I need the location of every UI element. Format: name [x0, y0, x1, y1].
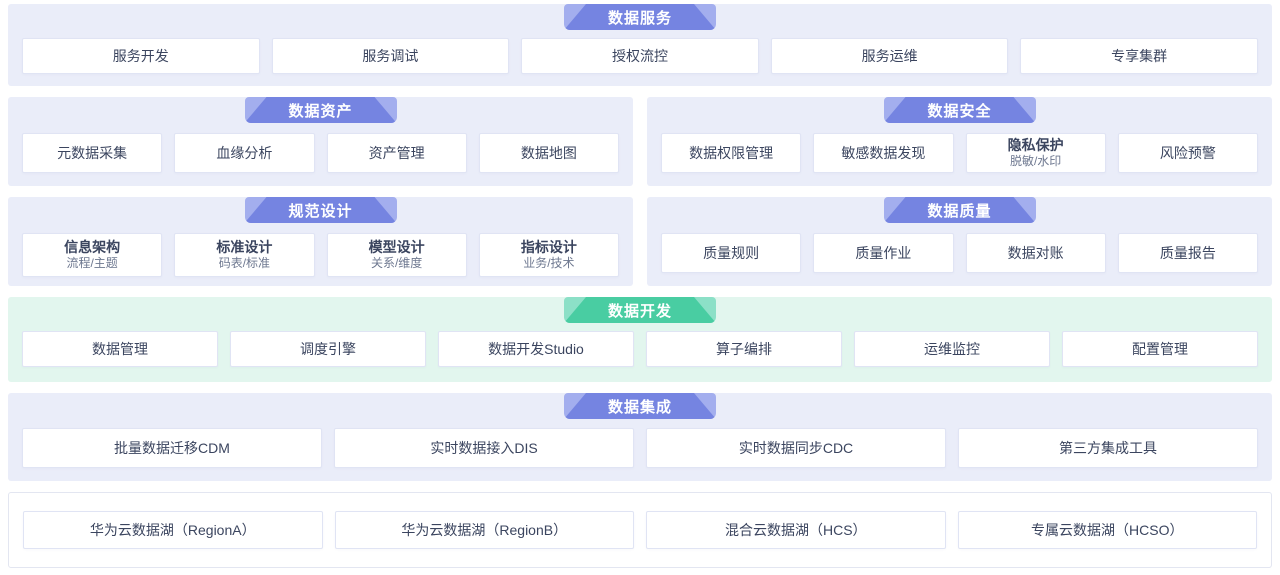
module-box: 质量规则: [661, 233, 802, 273]
ribbon-body: [564, 297, 716, 323]
section-data-security: 数据安全 数据权限管理 敏感数据发现 隐私保护 脱敏/水印 风险预警: [647, 97, 1272, 186]
module-box: 质量报告: [1117, 233, 1258, 273]
spec-design-ribbon: 规范设计: [244, 197, 397, 223]
module-box: 数据对账: [965, 233, 1106, 273]
module-box: 批量数据迁移CDM: [22, 428, 322, 468]
module-list: 服务开发 服务调试 授权流控 服务运维 专享集群: [22, 38, 1258, 74]
module-box: 配置管理: [1062, 331, 1258, 367]
module-box: 服务运维: [770, 38, 1009, 74]
data-quality-ribbon: 数据质量: [883, 197, 1036, 223]
module-box: 元数据采集: [22, 133, 163, 173]
data-develop-ribbon: 数据开发: [564, 297, 716, 323]
module-box: 算子编排: [646, 331, 842, 367]
module-box: 运维监控: [854, 331, 1050, 367]
module-box: 资产管理: [326, 133, 467, 173]
module-list: 批量数据迁移CDM 实时数据接入DIS 实时数据同步CDC 第三方集成工具: [22, 428, 1258, 468]
module-list: 华为云数据湖（RegionA） 华为云数据湖（RegionB） 混合云数据湖（H…: [23, 511, 1257, 549]
module-box: 授权流控: [521, 38, 759, 74]
module-list: 数据权限管理 敏感数据发现 隐私保护 脱敏/水印 风险预警: [661, 133, 1258, 173]
module-box: 实时数据同步CDC: [646, 428, 946, 468]
module-box: 信息架构 流程/主题: [22, 233, 163, 277]
module-list: 数据管理 调度引擎 数据开发Studio 算子编排 运维监控 配置管理: [22, 331, 1258, 367]
module-box: 专享集群: [1020, 38, 1258, 74]
module-box: 标准设计 码表/标准: [174, 233, 315, 277]
module-box: 服务开发: [22, 38, 260, 74]
module-box: 隐私保护 脱敏/水印: [965, 133, 1106, 173]
module-box: 华为云数据湖（RegionA）: [23, 511, 323, 549]
module-box: 服务调试: [271, 38, 510, 74]
ribbon-body: [564, 393, 716, 419]
data-security-ribbon: 数据安全: [883, 97, 1036, 123]
section-data-integration: 数据集成 批量数据迁移CDM 实时数据接入DIS 实时数据同步CDC 第三方集成…: [8, 393, 1272, 481]
module-box: 数据管理: [22, 331, 218, 367]
module-box: 模型设计 关系/维度: [326, 233, 467, 277]
section-title: 规范设计: [288, 202, 353, 220]
section-data-develop: 数据开发 数据管理 调度引擎 数据开发Studio 算子编排 运维监控 配置管理: [8, 297, 1272, 382]
module-list: 质量规则 质量作业 数据对账 质量报告: [661, 233, 1258, 273]
data-service-ribbon: 数据服务: [564, 4, 716, 30]
module-box: 敏感数据发现: [813, 133, 954, 173]
module-box: 调度引擎: [230, 331, 426, 367]
module-box: 数据权限管理: [661, 133, 802, 173]
section-data-lakes: 华为云数据湖（RegionA） 华为云数据湖（RegionB） 混合云数据湖（H…: [8, 492, 1272, 568]
section-title: 数据开发: [607, 302, 672, 320]
module-box: 血缘分析: [174, 133, 315, 173]
module-box: 混合云数据湖（HCS）: [646, 511, 946, 549]
section-data-service: 数据服务 服务开发 服务调试 授权流控 服务运维 专享集群: [8, 4, 1272, 86]
row-asset-security: 数据资产 元数据采集 血缘分析 资产管理 数据地图 数据安全 数据权限管理 敏感…: [8, 97, 1272, 186]
ribbon-body: [564, 4, 716, 30]
section-data-quality: 数据质量 质量规则 质量作业 数据对账 质量报告: [647, 197, 1272, 286]
section-title: 数据安全: [927, 102, 992, 120]
row-design-quality: 规范设计 信息架构 流程/主题 标准设计 码表/标准 模型设计 关系/维度 指标…: [8, 197, 1272, 286]
ribbon-body: [884, 197, 1036, 223]
module-list: 信息架构 流程/主题 标准设计 码表/标准 模型设计 关系/维度 指标设计 业务…: [22, 233, 619, 277]
module-box: 第三方集成工具: [958, 428, 1258, 468]
module-box: 质量作业: [813, 233, 954, 273]
section-title: 数据集成: [607, 398, 672, 416]
section-spec-design: 规范设计 信息架构 流程/主题 标准设计 码表/标准 模型设计 关系/维度 指标…: [8, 197, 633, 286]
data-asset-ribbon: 数据资产: [244, 97, 397, 123]
module-box: 实时数据接入DIS: [334, 428, 634, 468]
ribbon-body: [245, 97, 397, 123]
module-box: 专属云数据湖（HCSO）: [957, 511, 1257, 549]
section-title: 数据服务: [607, 9, 672, 27]
architecture-diagram: 数据服务 服务开发 服务调试 授权流控 服务运维 专享集群 数据资产 元数据采集…: [8, 4, 1272, 568]
module-box: 数据开发Studio: [438, 331, 634, 367]
module-box: 华为云数据湖（RegionB）: [334, 511, 634, 549]
data-integration-ribbon: 数据集成: [564, 393, 716, 419]
section-data-asset: 数据资产 元数据采集 血缘分析 资产管理 数据地图: [8, 97, 633, 186]
module-box: 数据地图: [478, 133, 619, 173]
module-box: 指标设计 业务/技术: [478, 233, 619, 277]
ribbon-body: [884, 97, 1036, 123]
section-title: 数据资产: [288, 102, 353, 120]
ribbon-body: [245, 197, 397, 223]
section-title: 数据质量: [927, 202, 992, 220]
module-box: 风险预警: [1117, 133, 1258, 173]
module-list: 元数据采集 血缘分析 资产管理 数据地图: [22, 133, 619, 173]
